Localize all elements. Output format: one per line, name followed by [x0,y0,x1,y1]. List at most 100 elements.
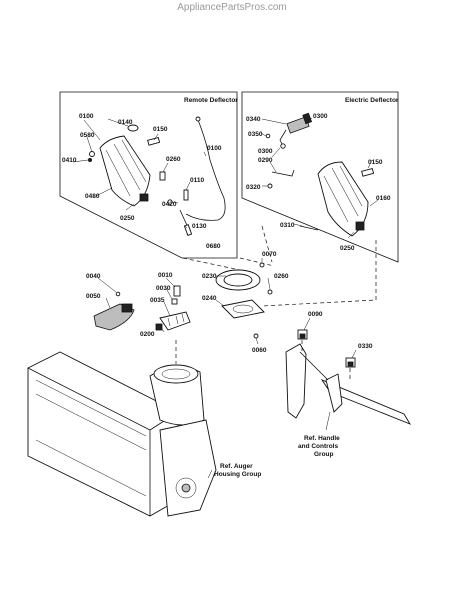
electric-deflector-chute [317,161,369,237]
auger-side-plate [159,419,217,517]
auger-housing-lines [35,379,147,497]
remote-tag-0150 [147,136,161,146]
label-0290: 0290 [258,157,273,164]
remote-washer-0580 [89,151,95,157]
remote-nut-0410 [88,157,93,162]
watermark-text: AppliancePartsPros.com [177,2,287,13]
label-0150-remote: 0150 [153,126,168,133]
auger-chute-inner [161,368,191,380]
label-0680: 0680 [206,243,221,250]
label-0150-electric: 0150 [368,159,383,166]
label-0310: 0310 [280,222,295,229]
electric-screw-0320 [267,183,273,189]
handle-linkage [299,351,329,381]
label-0160: 0160 [376,195,391,202]
label-0350: 0350 [248,131,263,138]
label-0200: 0200 [140,331,155,338]
handle-left-bracket [285,343,307,419]
electric-bracket-block [355,221,365,231]
label-0230: 0230 [202,273,217,280]
label-0260-middle: 0260 [274,273,289,280]
label-0100-cable: 0100 [207,145,222,152]
remote-panel-border [59,91,238,259]
part-0040-screw [115,291,121,297]
label-0090: 0090 [308,311,323,318]
electric-deflector-panel: Electric Deflector 0340 0300 0350 0300 0… [241,91,399,263]
part-0260-nut [267,289,273,295]
remote-clip-0260 [159,171,166,181]
label-0320: 0320 [246,184,261,191]
label-0330: 0330 [358,343,373,350]
label-0060: 0060 [252,347,267,354]
label-0240: 0240 [202,295,217,302]
part-0030 [171,298,178,305]
electric-washer-0350 [265,133,271,139]
label-0130: 0130 [192,223,207,230]
label-0420: 0420 [162,201,177,208]
electric-pin-0310 [299,225,319,231]
connection-dashed-lines [182,225,377,307]
part-0010 [173,285,181,297]
middle-parts: 0040 0010 0030 0050 0035 0200 0230 0070 … [86,251,289,354]
part-0240-flange [221,299,265,319]
label-0340: 0340 [246,116,261,123]
electric-panel-title: Electric Deflector [345,97,399,104]
label-0040: 0040 [86,273,101,280]
electric-nut-0300 [280,143,286,149]
label-0110: 0110 [190,177,204,184]
auger-side-hub-center [181,483,191,493]
handle-leader-lines [303,317,357,431]
auger-side-hub [175,477,197,499]
label-0580: 0580 [80,132,95,139]
label-0030: 0030 [156,285,171,292]
handle-center-post [325,373,343,413]
remote-leader-lines [72,118,207,229]
part-0330-knob-shade [347,361,354,367]
remote-panel-title: Remote Deflector [184,97,238,104]
label-0300-nut: 0300 [258,148,273,155]
label-0100: 0100 [79,113,94,120]
remote-deflector-panel: Remote Deflector 0100 0140 0150 0580 041… [59,91,238,259]
label-0300-motor: 0300 [313,113,328,120]
electric-deflector-ribs [323,165,363,223]
electric-bracket-0290 [271,169,295,177]
remote-deflector-chute [99,135,151,207]
label-0140: 0140 [118,119,133,126]
remote-pin-0110 [183,189,189,201]
electric-panel-border [241,91,399,263]
auger-chute-opening [153,364,199,384]
remote-ring-0140 [127,124,139,132]
part-0060-nut [253,333,259,339]
label-0410: 0410 [62,157,77,164]
handle-callout-line1: Ref. Handle [304,435,340,442]
label-0010: 0010 [158,272,173,279]
label-0250-electric: 0250 [340,245,355,252]
middle-leader-lines [97,258,271,345]
label-0070: 0070 [262,251,277,258]
electric-leader-lines [260,117,379,239]
part-0200-teeth [167,313,185,327]
handle-dashed-lines [301,340,351,380]
remote-cable-0100 [185,119,226,221]
part-0050-knob [121,303,133,313]
part-0240-hole [232,304,254,314]
remote-bracket-block [139,193,149,202]
electric-motor-0300 [279,112,313,149]
label-0050: 0050 [86,293,101,300]
electric-tag-0150 [361,167,375,177]
auger-callout-line2: Housing Group [214,471,261,478]
handle-bar [320,379,412,425]
part-0090-knob-shade [299,333,306,339]
label-0260-remote: 0260 [166,156,181,163]
label-0035: 0035 [150,297,165,304]
part-0200-latch [159,311,191,331]
part-0200-handle [155,323,163,331]
auger-callout-line1: Ref. Auger [220,463,253,470]
remote-cable-end [195,116,201,122]
auger-housing: Ref. Auger Housing Group [27,340,261,517]
part-0230-ring-inner [223,273,253,287]
part-0070-bolt [259,262,265,268]
handle-callout-line2: and Controls [298,443,338,450]
label-0250-remote: 0250 [120,215,135,222]
